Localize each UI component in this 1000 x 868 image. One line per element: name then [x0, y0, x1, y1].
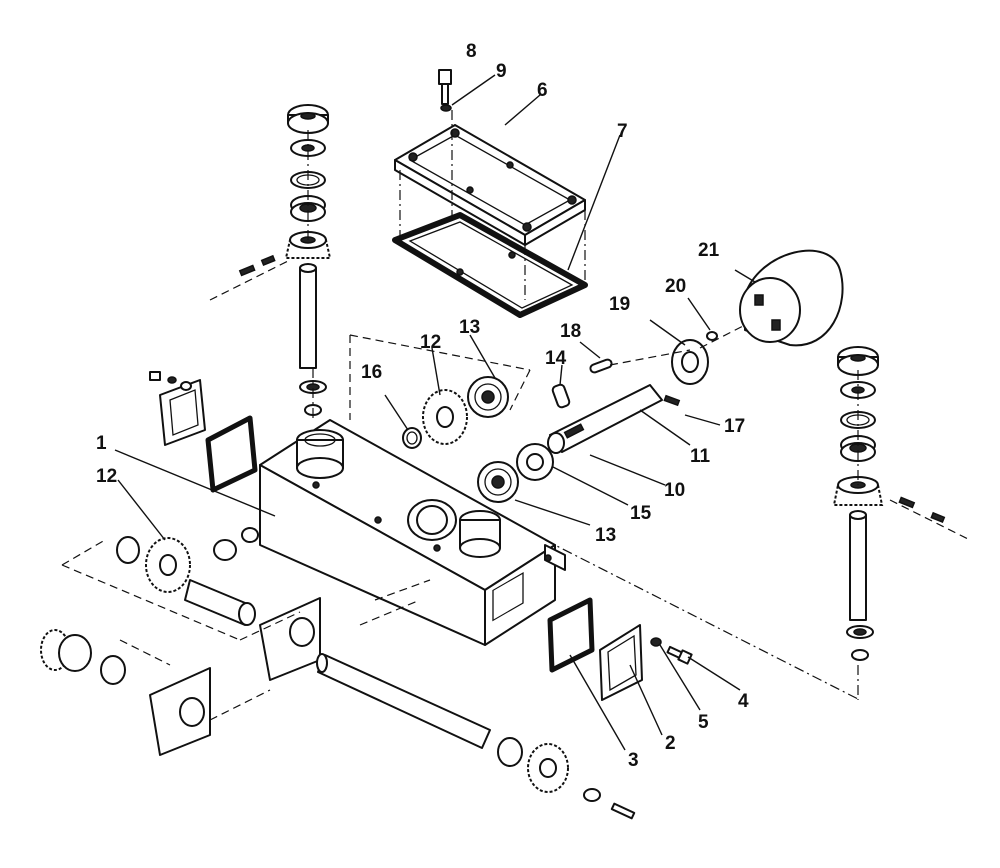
end-cover-lock-washer	[650, 637, 662, 647]
callout-11: 11	[690, 446, 711, 467]
gearbox-housing	[259, 419, 566, 646]
lower-left-bushing	[116, 536, 140, 564]
callout-2: 2	[665, 733, 676, 754]
callout-19: 19	[609, 294, 630, 315]
snap-ring	[402, 427, 422, 449]
spacer-ring	[516, 443, 554, 481]
far-left-bushing	[100, 655, 126, 685]
callout-12-left: 12	[96, 466, 117, 487]
input-shaft	[547, 384, 681, 454]
lower-left-bracket	[259, 597, 321, 681]
callout-7: 7	[617, 121, 628, 142]
cover-bolt	[438, 69, 452, 105]
left-end-cover	[149, 371, 258, 493]
callout-1: 1	[96, 433, 107, 454]
callout-14: 14	[545, 348, 567, 369]
cover-lock-washer	[440, 104, 452, 112]
right-end-gasket	[547, 597, 595, 673]
far-left-gear	[40, 629, 92, 672]
right-vertical-shaft-stack	[832, 346, 971, 700]
lower-left-bevel-gear	[145, 537, 191, 593]
callout-6: 6	[537, 80, 548, 101]
bearing-lower	[477, 461, 519, 503]
callout-16: 16	[361, 362, 382, 383]
coupling-hub	[671, 339, 709, 385]
bearing-upper	[467, 376, 509, 418]
callout-5: 5	[698, 712, 709, 733]
right-end-cover	[599, 624, 643, 701]
lower-right-sleeve	[497, 737, 523, 767]
callout-13-upper: 13	[459, 317, 480, 338]
hub-set-screw	[706, 331, 718, 341]
top-cover-gasket	[392, 212, 588, 318]
callout-9: 9	[496, 61, 507, 82]
callout-12-upper: 12	[420, 332, 441, 353]
shaft-pin	[589, 358, 613, 374]
bevel-gear-upper	[422, 389, 468, 445]
callout-4: 4	[738, 691, 749, 712]
callout-10: 10	[664, 480, 685, 501]
end-cover-bolt	[666, 645, 693, 665]
lower-left-sleeve	[184, 579, 256, 626]
callout-17: 17	[724, 416, 745, 437]
callout-21: 21	[698, 240, 720, 261]
left-vertical-shaft-stack	[209, 104, 332, 420]
callout-8: 8	[466, 41, 477, 62]
top-cover-plate	[394, 124, 586, 246]
callout-20: 20	[665, 276, 686, 297]
lower-left-pinion	[213, 527, 259, 561]
lower-right-bolt	[610, 802, 636, 820]
shaft-key-small	[551, 383, 571, 409]
callout-15: 15	[630, 503, 652, 524]
long-lower-shaft	[316, 653, 491, 749]
motor-adapter-housing	[739, 249, 844, 347]
lower-right-bevel-gear	[527, 743, 569, 793]
lower-bracket	[149, 667, 211, 756]
callout-18: 18	[560, 321, 581, 342]
lower-right-washer	[583, 788, 601, 802]
leader-lines	[114, 74, 756, 751]
callout-3: 3	[628, 750, 639, 771]
callout-13-lower: 13	[595, 525, 616, 546]
